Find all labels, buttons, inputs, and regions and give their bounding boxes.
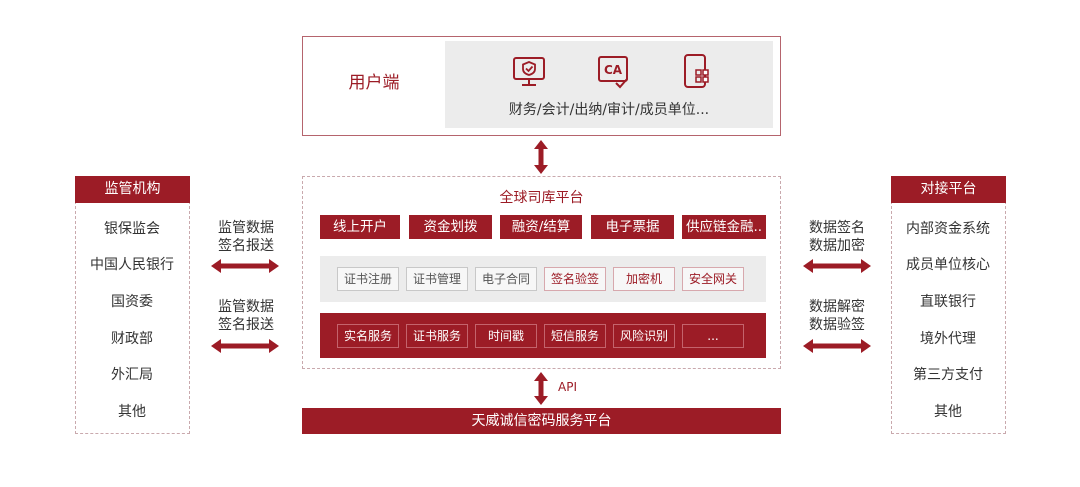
connector-label-line: 签名报送: [218, 238, 274, 254]
risk-identification-chip: 风险识别: [613, 324, 675, 348]
monitor-check-icon: [513, 57, 545, 86]
sign-verify-chip: 签名验签: [544, 267, 606, 291]
user-roles-text: 财务/会计/出纳/审计/成员单位...: [508, 102, 710, 118]
connector-label-line: 数据加密: [809, 238, 865, 254]
api-arrow-icon: [534, 372, 548, 405]
service-supply-chain-finance: 供应链金融..: [682, 215, 766, 239]
integration-item: 成员单位核心: [906, 257, 990, 273]
integration-item: 直联银行: [920, 294, 976, 310]
regulator-item: 外汇局: [111, 367, 153, 383]
svg-text:CA: CA: [604, 63, 623, 77]
connector-label-line: 数据签名: [809, 220, 865, 236]
cert-registration-chip: 证书注册: [337, 267, 399, 291]
sms-service-chip: 短信服务: [544, 324, 606, 348]
regulator-item: 其他: [118, 404, 146, 420]
left-bottom-connector-label: 监管数据 签名报送: [206, 298, 286, 334]
regulator-item: 银保监会: [104, 221, 160, 237]
service-online-account-opening: 线上开户: [320, 215, 400, 239]
service-electronic-bills: 电子票据: [591, 215, 674, 239]
connector-label-line: 数据解密: [809, 299, 865, 315]
phone-qr-icon: [684, 54, 709, 88]
integration-item: 其他: [934, 404, 962, 420]
cert-management-chip: 证书管理: [406, 267, 468, 291]
timestamp-chip: 时间戳: [475, 324, 537, 348]
left-top-connector-label: 监管数据 签名报送: [206, 219, 286, 255]
more-services-chip: ...: [682, 324, 744, 348]
user-end-label: 用户端: [348, 73, 400, 93]
platform-title: 全球司库平台: [499, 190, 584, 206]
regulator-item: 中国人民银行: [90, 257, 174, 273]
regulator-item: 国资委: [111, 294, 153, 310]
user-end-box: [302, 36, 781, 136]
integration-platforms-title: 对接平台: [891, 176, 1006, 203]
security-gateway-chip: 安全网关: [682, 267, 744, 291]
global-treasury-platform-box: [302, 176, 781, 369]
connector-label-line: 监管数据: [218, 299, 274, 315]
connector-label-line: 监管数据: [218, 220, 274, 236]
ca-certificate-icon: CA: [598, 56, 628, 89]
crypto-service-platform-bar: 天威诚信密码服务平台: [302, 408, 781, 434]
electronic-contract-chip: 电子合同: [475, 267, 537, 291]
right-top-connector-label: 数据签名 数据加密: [797, 219, 877, 255]
connector-label-line: 数据验签: [809, 317, 865, 333]
left-bottom-double-arrow-icon: [211, 339, 279, 353]
encryption-machine-chip: 加密机: [613, 267, 675, 291]
real-name-service-chip: 实名服务: [337, 324, 399, 348]
certificate-service-chip: 证书服务: [406, 324, 468, 348]
right-bottom-connector-label: 数据解密 数据验签: [797, 298, 877, 334]
regulators-title: 监管机构: [75, 176, 190, 203]
regulator-item: 财政部: [111, 331, 153, 347]
service-financing-settlement: 融资/结算: [500, 215, 582, 239]
left-top-double-arrow-icon: [211, 259, 279, 273]
basic-services-row: [320, 313, 766, 358]
integration-item: 内部资金系统: [906, 221, 990, 237]
user-roles-panel: [445, 41, 773, 128]
right-bottom-double-arrow-icon: [803, 339, 871, 353]
user-platform-arrow-icon: [534, 140, 548, 174]
integration-item: 境外代理: [920, 331, 976, 347]
right-top-double-arrow-icon: [803, 259, 871, 273]
integration-item: 第三方支付: [913, 367, 983, 383]
api-label: API: [558, 380, 577, 394]
service-fund-transfer: 资金划拨: [409, 215, 492, 239]
connector-label-line: 签名报送: [218, 317, 274, 333]
